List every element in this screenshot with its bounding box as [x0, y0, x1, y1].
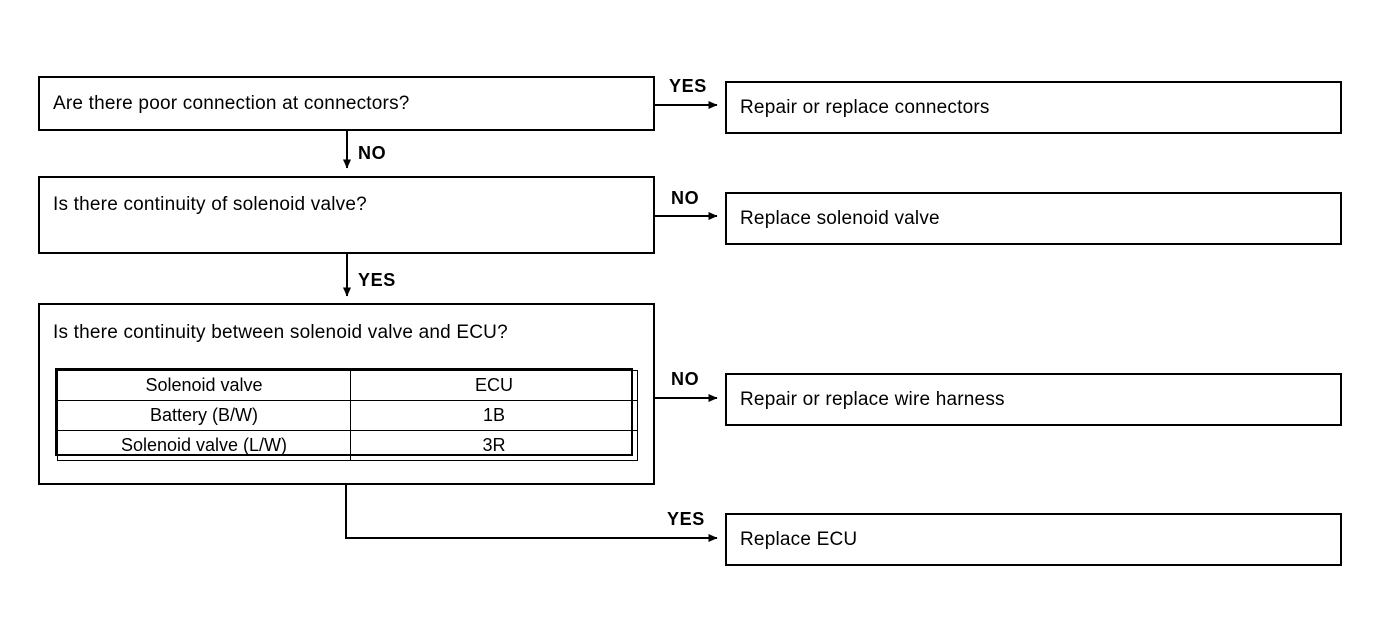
branch-label-q1-yes: YES: [669, 76, 707, 96]
branch-label-q1-no: NO: [358, 143, 387, 163]
action-3-text: Repair or replace wire harness: [740, 389, 1005, 410]
table-cell-1b: 1B: [350, 400, 638, 431]
branch-label-q2-yes: YES: [358, 270, 396, 290]
table-row: Battery (B/W) 1B: [57, 400, 638, 431]
table-cell-battery-bw: Battery (B/W): [57, 400, 351, 431]
question-2-text: Is there continuity of solenoid valve?: [53, 194, 367, 215]
action-box-replace-solenoid-valve[interactable]: [725, 192, 1342, 245]
action-box-repair-wire-harness[interactable]: [725, 373, 1342, 426]
continuity-table: Solenoid valve ECU Battery (B/W) 1B Sole…: [55, 368, 638, 461]
table-cell-3r: 3R: [350, 430, 638, 461]
table-header-ecu: ECU: [350, 370, 638, 401]
action-4-text: Replace ECU: [740, 529, 858, 550]
action-1-text: Repair or replace connectors: [740, 97, 990, 118]
branch-label-q3-yes: YES: [667, 509, 705, 529]
question-box-2[interactable]: [38, 176, 655, 254]
wire-q3-yes: [345, 485, 718, 542]
question-1-text: Are there poor connection at connectors?: [53, 93, 410, 114]
action-2-text: Replace solenoid valve: [740, 208, 940, 229]
branch-label-q3-no: NO: [671, 369, 700, 389]
branch-label-q2-no: NO: [671, 188, 700, 208]
table-cell-solenoid-valve-lw: Solenoid valve (L/W): [57, 430, 351, 461]
table-header-solenoid-valve: Solenoid valve: [57, 370, 351, 401]
question-3-text: Is there continuity between solenoid val…: [53, 322, 508, 343]
table-row: Solenoid valve (L/W) 3R: [57, 430, 638, 461]
action-box-replace-ecu[interactable]: [725, 513, 1342, 566]
action-box-repair-connectors[interactable]: [725, 81, 1342, 134]
table-row-header: Solenoid valve ECU: [57, 370, 638, 401]
question-box-1[interactable]: [38, 76, 655, 131]
